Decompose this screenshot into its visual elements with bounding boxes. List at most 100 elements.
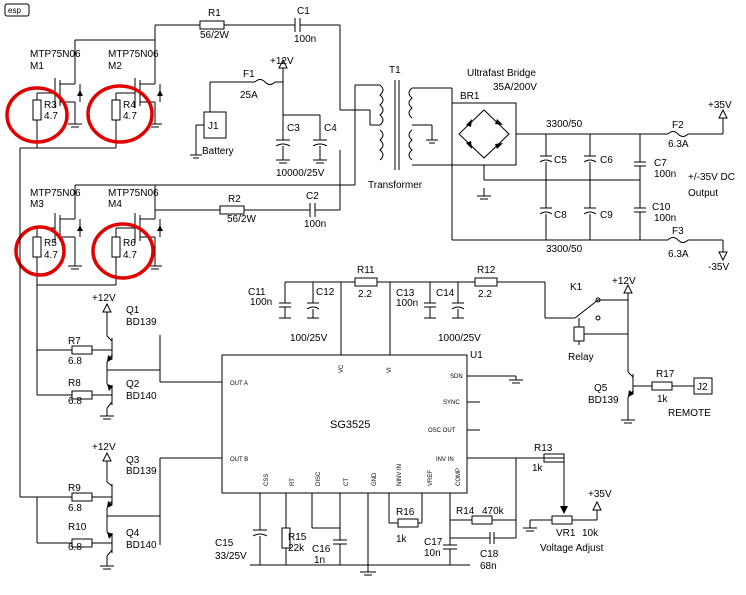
svg-text:OUT A: OUT A — [230, 381, 248, 387]
svg-text:F1: F1 — [243, 69, 255, 80]
svg-text:MTP75N06: MTP75N06 — [108, 49, 159, 60]
mosfet-m4: MTP75N06 M4 — [108, 188, 163, 262]
svg-text:J1: J1 — [208, 121, 219, 132]
svg-text:C9: C9 — [600, 210, 613, 221]
svg-text:T1: T1 — [389, 65, 401, 76]
svg-text:Battery: Battery — [202, 146, 234, 157]
svg-text:C16: C16 — [312, 544, 331, 555]
svg-text:C10: C10 — [652, 202, 671, 213]
svg-text:SYNC: SYNC — [443, 400, 460, 406]
svg-text:GND: GND — [372, 472, 378, 486]
svg-text:F3: F3 — [672, 226, 684, 237]
svg-text:4.7: 4.7 — [44, 111, 58, 122]
svg-text:M1: M1 — [30, 61, 44, 72]
svg-text:2.2: 2.2 — [478, 289, 492, 300]
svg-text:C11: C11 — [248, 287, 266, 298]
svg-text:6.8: 6.8 — [68, 503, 82, 514]
svg-text:6.3A: 6.3A — [668, 249, 689, 260]
svg-text:4.7: 4.7 — [123, 250, 137, 261]
svg-text:R17: R17 — [656, 369, 675, 380]
svg-text:Q2: Q2 — [126, 379, 140, 390]
svg-text:R15: R15 — [288, 532, 307, 543]
svg-text:22k: 22k — [288, 543, 305, 554]
highlight-r5 — [14, 225, 66, 277]
svg-text:CSS: CSS — [264, 474, 270, 486]
svg-text:R1: R1 — [208, 8, 221, 19]
svg-text:Ultrafast Bridge: Ultrafast Bridge — [467, 68, 536, 79]
svg-text:R8: R8 — [68, 378, 81, 389]
snubber-r1-c1: R1 56/2W C1 100n — [199, 6, 341, 110]
timing-network: C15 33/25V R15 22k C16 1n R16 1k R14 — [215, 458, 517, 576]
svg-text:R2: R2 — [228, 194, 241, 205]
svg-text:C15: C15 — [215, 538, 234, 549]
svg-text:6.3A: 6.3A — [668, 139, 689, 150]
resistor-r6: R6 4.7 — [111, 227, 137, 285]
svg-text:C18: C18 — [480, 549, 499, 560]
svg-text:INV IN: INV IN — [436, 457, 454, 463]
supply-section: +12V F1 25A J1 Battery C3 C4 10000/25V — [190, 56, 337, 179]
svg-text:CT: CT — [344, 478, 350, 486]
svg-text:VC: VC — [339, 364, 345, 373]
svg-text:VR1: VR1 — [556, 528, 576, 539]
svg-text:C12: C12 — [316, 287, 335, 298]
svg-text:100n: 100n — [250, 297, 272, 308]
svg-text:-35V: -35V — [708, 262, 729, 273]
svg-text:Q4: Q4 — [126, 528, 140, 539]
svg-text:M4: M4 — [108, 199, 122, 210]
svg-text:R3: R3 — [44, 100, 57, 111]
remote-switch: Q5 BD139 J2 R17 1k REMOTE — [588, 340, 713, 424]
svg-text:+12V: +12V — [92, 293, 116, 304]
svg-text:M3: M3 — [30, 199, 44, 210]
svg-text:2.2: 2.2 — [358, 289, 372, 300]
highlight-r4 — [86, 84, 154, 144]
svg-text:6.8: 6.8 — [68, 542, 82, 553]
driver-q4: Q4 BD140 R10 6.8 — [36, 497, 157, 570]
svg-text:NINV IN: NINV IN — [397, 464, 403, 486]
svg-text:C1: C1 — [297, 6, 310, 17]
svg-text:C4: C4 — [324, 123, 337, 134]
svg-text:R4: R4 — [123, 100, 136, 111]
svg-text:VREF: VREF — [428, 470, 434, 486]
svg-text:SG3525: SG3525 — [330, 419, 370, 431]
svg-text:RT: RT — [290, 478, 296, 486]
svg-text:BD139: BD139 — [126, 466, 157, 477]
svg-text:3300/50: 3300/50 — [546, 119, 583, 130]
svg-text:10000/25V: 10000/25V — [276, 168, 325, 179]
svg-text:BD140: BD140 — [126, 540, 157, 551]
svg-text:35A/200V: 35A/200V — [493, 82, 537, 93]
svg-text:OSC OUT: OSC OUT — [428, 428, 456, 434]
driver-q3: +12V Q3 BD139 R9 6.8 — [20, 442, 157, 516]
svg-text:BD139: BD139 — [588, 395, 619, 406]
svg-text:+35V: +35V — [708, 100, 732, 111]
svg-text:K1: K1 — [570, 282, 583, 293]
svg-text:6.8: 6.8 — [68, 396, 82, 407]
svg-text:BD140: BD140 — [126, 391, 157, 402]
svg-text:MTP75N06: MTP75N06 — [108, 188, 159, 199]
svg-text:Q3: Q3 — [126, 455, 140, 466]
svg-text:MTP75N06: MTP75N06 — [30, 188, 81, 199]
svg-text:10n: 10n — [424, 548, 441, 559]
svg-text:56/2W: 56/2W — [200, 30, 229, 41]
svg-text:470k: 470k — [482, 506, 505, 517]
svg-text:100n: 100n — [654, 213, 676, 224]
svg-text:100n: 100n — [294, 34, 316, 45]
highlight-r3 — [5, 86, 69, 144]
svg-text:C13: C13 — [396, 288, 415, 299]
svg-text:1n: 1n — [314, 555, 325, 566]
svg-text:C17: C17 — [424, 537, 443, 548]
svg-text:25A: 25A — [240, 90, 258, 101]
svg-text:C8: C8 — [554, 210, 567, 221]
svg-text:VI: VI — [387, 367, 393, 373]
svg-text:1000/25V: 1000/25V — [438, 333, 481, 344]
svg-text:F2: F2 — [672, 120, 684, 131]
svg-text:33/25V: 33/25V — [215, 551, 247, 562]
svg-text:56/2W: 56/2W — [227, 214, 256, 225]
transformer-t1: T1 Transformer — [340, 65, 452, 191]
svg-text:R7: R7 — [68, 336, 81, 347]
svg-text:DISC: DISC — [316, 471, 322, 486]
highlight-r6 — [91, 222, 155, 280]
svg-text:+35V: +35V — [588, 489, 612, 500]
svg-text:R16: R16 — [396, 507, 415, 518]
svg-text:Q1: Q1 — [126, 305, 140, 316]
svg-text:MTP75N06: MTP75N06 — [30, 49, 81, 60]
